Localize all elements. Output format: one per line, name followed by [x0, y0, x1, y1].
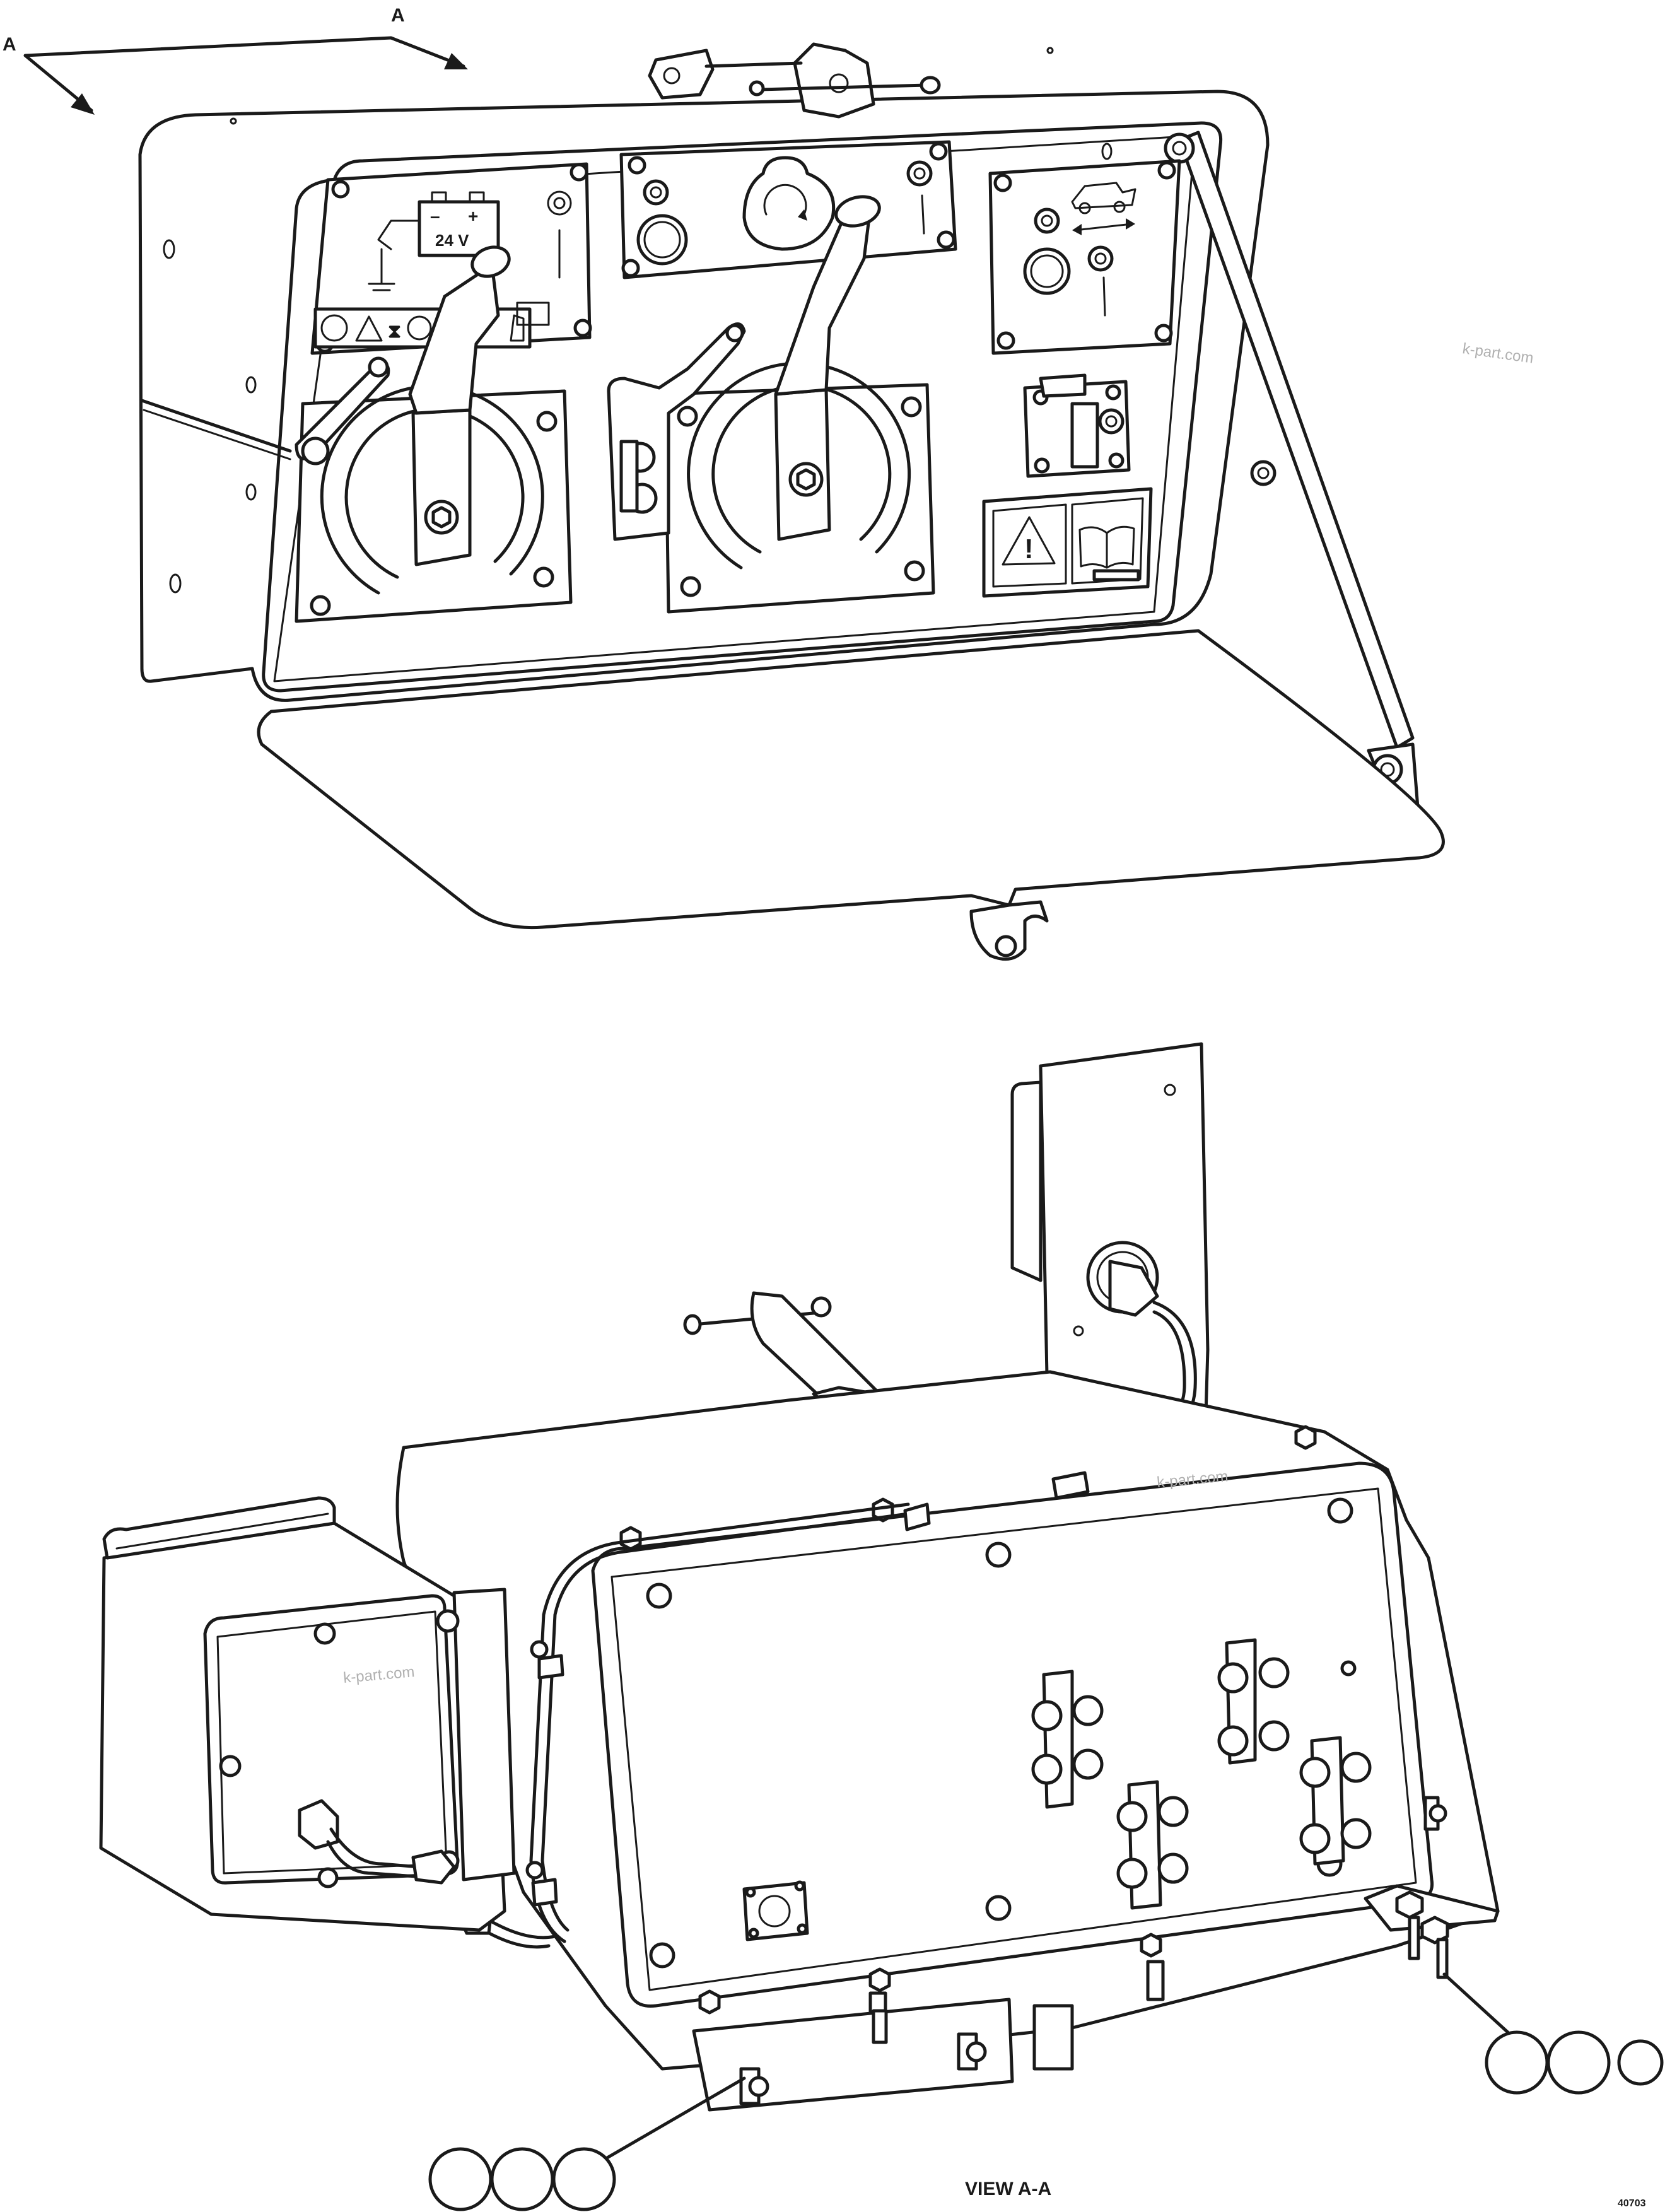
mounting-foot [1364, 1796, 1500, 1979]
section-mark-left: A [3, 34, 16, 55]
auxiliary-box [99, 1496, 516, 1932]
callout-balloon [1485, 2030, 1549, 2095]
control-box-rear-view [99, 1042, 1500, 2112]
terminal-studs [1031, 1638, 1372, 1910]
control-box-front-view: 24 V – + ⧗ [138, 42, 1445, 961]
key-switch [1023, 373, 1131, 478]
wire-harness [452, 1471, 1090, 1949]
cover-lid [257, 629, 1445, 930]
perimeter-bolts [619, 1425, 1357, 2015]
section-mark-top: A [391, 5, 405, 26]
svg-text:!: ! [1024, 534, 1034, 565]
svg-text:–: – [430, 206, 440, 226]
rear-cover-plate [591, 1461, 1434, 2008]
battery-disconnect-switch [295, 245, 573, 623]
decal-voltage-text: 24 V [435, 231, 469, 250]
svg-text:⧗: ⧗ [388, 321, 401, 342]
callout-balloon [552, 2147, 616, 2211]
top-latch-bracket [648, 42, 941, 119]
lid-latch [969, 900, 1049, 961]
drawing-number: 40703 [1618, 2198, 1646, 2209]
section-arrow-a: A A [3, 5, 468, 115]
engine-switch [607, 195, 935, 614]
callout-group-left [428, 2076, 746, 2211]
support-arm [1164, 131, 1421, 829]
start-switch-plate [619, 140, 957, 279]
bottom-studs [692, 1960, 1165, 2112]
svg-text:+: + [468, 206, 478, 226]
machine-movement-panel [988, 159, 1181, 355]
callout-balloon [1546, 2030, 1611, 2095]
callout-group-right [1442, 1972, 1664, 2095]
view-label: VIEW A-A [965, 2179, 1051, 2199]
callout-balloon [1617, 2039, 1664, 2086]
callout-balloon [428, 2147, 493, 2211]
watermark-top: k-part.com [1461, 340, 1534, 367]
plate-connector [742, 1880, 809, 1941]
callout-balloon [490, 2147, 554, 2211]
warning-decal: ! [982, 487, 1153, 598]
front-panel [262, 121, 1223, 693]
